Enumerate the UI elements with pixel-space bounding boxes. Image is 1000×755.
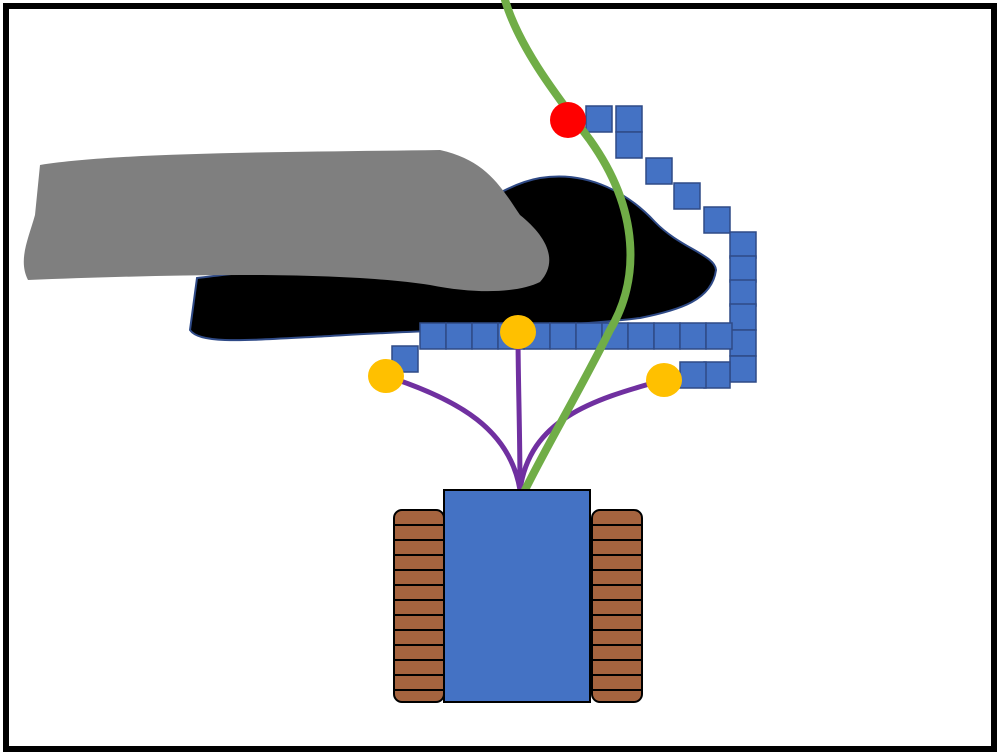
yellow-dot-icon xyxy=(368,359,404,393)
grid-cell xyxy=(729,279,757,307)
grid-cell xyxy=(445,322,473,350)
grid-cell xyxy=(549,322,577,350)
grid-cell xyxy=(729,255,757,283)
frame-border xyxy=(3,3,997,752)
grid-cell xyxy=(419,322,447,350)
grid-cell xyxy=(679,322,707,350)
grid-cell xyxy=(729,355,757,383)
grid-cell xyxy=(703,361,731,389)
track-outline xyxy=(591,509,643,703)
grid-cell xyxy=(575,322,603,350)
robot-left-track xyxy=(393,509,445,703)
sensor-ray-center xyxy=(515,331,523,491)
gray-occluder xyxy=(23,150,550,292)
grid-cell xyxy=(653,322,681,350)
yellow-dot-icon xyxy=(500,315,536,349)
grid-cell xyxy=(729,231,757,259)
robot-right-track xyxy=(591,509,643,703)
occupancy-grid xyxy=(391,105,757,389)
sensor-rays xyxy=(385,331,665,491)
sensor-ray-left xyxy=(385,373,523,491)
grid-cell xyxy=(703,206,731,234)
grid-cell xyxy=(705,322,733,350)
sensor-ray-right xyxy=(517,377,665,491)
grid-cell xyxy=(645,157,673,185)
yellow-dot-icon xyxy=(646,363,682,397)
grid-cell xyxy=(729,303,757,331)
track-outline xyxy=(393,509,445,703)
tracked-robot-icon xyxy=(393,489,643,703)
grid-cell xyxy=(615,105,643,133)
planned-path xyxy=(501,0,635,494)
grid-cell xyxy=(679,361,707,389)
grid-cell xyxy=(585,105,613,133)
grid-cell xyxy=(729,329,757,357)
red-dot-icon xyxy=(550,102,586,138)
sensor-points xyxy=(368,315,682,397)
grid-cell xyxy=(673,182,701,210)
robot-body xyxy=(443,489,591,703)
grid-cell xyxy=(627,322,655,350)
grid-cell xyxy=(615,131,643,159)
grid-cell xyxy=(471,322,499,350)
